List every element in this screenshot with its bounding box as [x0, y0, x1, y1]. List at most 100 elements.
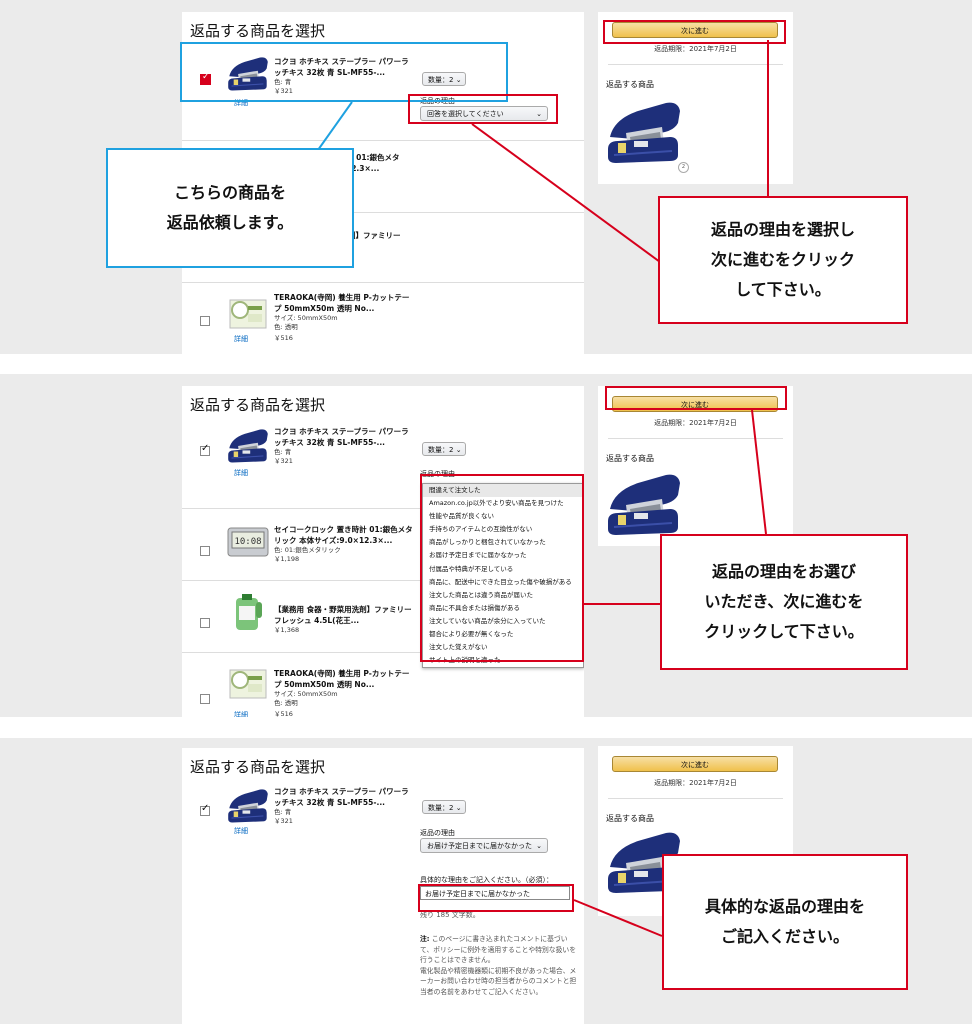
- list-item: 詳細 コクヨ ホチキス ステープラー パワーラッチキス 32枚 青 SL-MF5…: [182, 48, 584, 121]
- reason-option[interactable]: 商品がしっかりと梱包されていなかった: [429, 538, 546, 547]
- reason-highlight: [408, 94, 558, 124]
- quantity-value: 数量：2: [428, 446, 454, 454]
- reason-option[interactable]: Amazon.co.jp以外でより安い商品を見つけた: [429, 499, 564, 508]
- product-name: 【業務用 食器・野菜用洗剤】ファミリーフレッシュ 4.5L(花王...: [274, 605, 412, 625]
- product-size: サイズ: 50mmX50m: [274, 690, 338, 698]
- bottle-thumbnail: [226, 592, 270, 632]
- reason-option[interactable]: 間違えて注文した: [423, 484, 583, 498]
- next-button[interactable]: 次に進む: [612, 756, 778, 772]
- stapler-image: [604, 94, 684, 172]
- reason-option[interactable]: 商品に不具合または損傷がある: [429, 603, 520, 612]
- reason-option[interactable]: 手持ちのアイテムとの互換性がない: [429, 525, 533, 534]
- quantity-select[interactable]: 数量：2 ⌄: [422, 442, 466, 456]
- note-prefix: 注:: [420, 935, 430, 943]
- product-color: 色: 青: [274, 448, 292, 456]
- side-label: 返品する商品: [606, 814, 654, 823]
- dropdown-highlight: [420, 474, 584, 662]
- quantity-select[interactable]: 数量：2 ⌄: [422, 72, 466, 86]
- product-name: セイコークロック 置き時計 01:銀色メタリック 本体サイズ:9.0×12.3×…: [274, 525, 413, 545]
- item-checkbox[interactable]: [200, 72, 211, 85]
- divider: [182, 508, 584, 509]
- product-price: ￥1,368: [274, 626, 300, 634]
- detail-link[interactable]: 詳細: [234, 99, 248, 107]
- product-price: ￥321: [274, 87, 293, 95]
- item-checkbox[interactable]: [200, 618, 210, 628]
- divider: [182, 282, 584, 283]
- product-name: 剤】ファミリー: [348, 231, 401, 240]
- next-button-highlight: [603, 20, 786, 44]
- product-name: コクヨ ホチキス ステープラー パワーラッチキス 32枚 青 SL-MF55-.…: [274, 427, 409, 447]
- product-color: 色: 透明: [274, 699, 298, 707]
- tape-thumbnail: [226, 664, 270, 704]
- reason-option[interactable]: 性能や品質が良くない: [429, 512, 494, 521]
- side-label: 返品する商品: [606, 80, 654, 89]
- next-button[interactable]: 次に進む: [612, 22, 778, 38]
- tape-thumbnail: [226, 294, 270, 334]
- product-name: 12.3×...: [346, 164, 380, 173]
- reason-select[interactable]: お届け予定日までに届かなかった ⌄: [420, 838, 548, 853]
- remaining-characters: 残り 185 文字数。: [420, 911, 480, 919]
- list-item: 詳細 TERAOKA(寺岡) 養生用 P-カットテープ 50mmX50m 透明 …: [182, 658, 584, 717]
- reason-select-value: 回答を選択してください: [427, 110, 504, 118]
- section-title: 返品する商品を選択: [190, 396, 326, 414]
- item-checkbox[interactable]: [200, 443, 210, 456]
- callout-enter-comment: 具体的な返品の理由を ご記入ください。: [662, 854, 908, 990]
- return-item-list: 返品する商品を選択 詳細 コクヨ ホチキス ステープラー パワーラッチキス 32…: [182, 748, 584, 1024]
- divider: [182, 140, 584, 141]
- reason-option[interactable]: 注文した覚えがない: [429, 643, 488, 652]
- detail-link[interactable]: 詳細: [234, 469, 248, 477]
- quantity-select[interactable]: 数量：2 ⌄: [422, 800, 466, 814]
- return-deadline: 返品期限：2021年7月2日: [654, 419, 737, 427]
- detail-link[interactable]: 詳細: [234, 711, 248, 717]
- detail-link[interactable]: 詳細: [234, 827, 248, 835]
- section-title: 返品する商品を選択: [190, 22, 326, 40]
- return-deadline: 返品期限：2021年7月2日: [654, 779, 737, 787]
- reason-option[interactable]: 商品に、配送中にできた目立った傷や破損がある: [429, 577, 572, 586]
- stapler-thumbnail: [226, 426, 270, 466]
- section-title: 返品する商品を選択: [190, 758, 326, 776]
- comment-highlight: [418, 884, 574, 912]
- product-price: ￥516: [274, 334, 293, 342]
- divider: [182, 580, 584, 581]
- reason-option[interactable]: お届け予定日までに届かなかった: [429, 551, 527, 560]
- list-item: 詳細 コクヨ ホチキス ステープラー パワーラッチキス 32枚 青 SL-MF5…: [182, 784, 584, 854]
- quantity-value: 数量：2: [428, 76, 454, 84]
- item-highlight: [180, 42, 508, 102]
- item-checkbox[interactable]: [200, 546, 210, 556]
- stapler-thumbnail: [226, 786, 270, 826]
- divider: [608, 438, 783, 439]
- product-name: TERAOKA(寺岡) 養生用 P-カットテープ 50mmX50m 透明 No.…: [274, 293, 410, 313]
- reason-option[interactable]: 付属品や特典が不足している: [429, 564, 514, 573]
- product-name: コクヨ ホチキス ステープラー パワーラッチキス 32枚 青 SL-MF55-.…: [274, 57, 409, 77]
- note-text: このページに書き込まれたコメントに基づいて、ポリシーに例外を適用することや特別な…: [420, 935, 576, 964]
- return-item-list: 返品する商品を選択 詳細 コクヨ ホチキス ステープラー パワーラッチキス 32…: [182, 386, 584, 717]
- divider: [608, 64, 783, 65]
- quantity-badge: 2: [678, 162, 689, 173]
- callout-select-item: こちらの商品を 返品依頼します。: [106, 148, 354, 268]
- reason-select-value: お届け予定日までに届かなかった: [427, 842, 532, 850]
- reason-option[interactable]: 注文していない商品が余分に入っていた: [429, 616, 546, 625]
- reason-option[interactable]: 注文した商品とは違う商品が届いた: [429, 590, 533, 599]
- reason-option[interactable]: 都合により必要が無くなった: [429, 630, 514, 639]
- product-name: TERAOKA(寺岡) 養生用 P-カットテープ 50mmX50m 透明 No.…: [274, 669, 410, 689]
- callout-select-reason: 返品の理由を選択し 次に進むをクリック して下さい。: [658, 196, 908, 324]
- detail-link[interactable]: 詳細: [234, 335, 248, 343]
- item-checkbox[interactable]: [200, 694, 210, 704]
- comment-input[interactable]: お届け予定日までに届かなかった: [420, 886, 570, 900]
- return-summary: 次に進む 返品期限：2021年7月2日 返品する商品: [598, 386, 793, 546]
- quantity-value: 数量：2: [428, 804, 454, 812]
- step-panel-3: 返品する商品を選択 詳細 コクヨ ホチキス ステープラー パワーラッチキス 32…: [0, 738, 972, 1024]
- product-color: 色: 青: [274, 78, 292, 86]
- product-price: ￥321: [274, 457, 293, 465]
- product-size: サイズ: 50mmX50m: [274, 314, 338, 322]
- product-name: コクヨ ホチキス ステープラー パワーラッチキス 32枚 青 SL-MF55-.…: [274, 787, 409, 807]
- reason-select[interactable]: 回答を選択してください ⌄: [420, 106, 548, 121]
- product-price: ￥321: [274, 817, 293, 825]
- product-color: 色: 青: [274, 808, 292, 816]
- divider: [182, 652, 584, 653]
- chevron-down-icon: ⌄: [536, 110, 542, 118]
- side-label: 返品する商品: [606, 454, 654, 463]
- item-checkbox[interactable]: [200, 803, 210, 816]
- item-checkbox[interactable]: [200, 316, 210, 326]
- stapler-image: [604, 466, 684, 544]
